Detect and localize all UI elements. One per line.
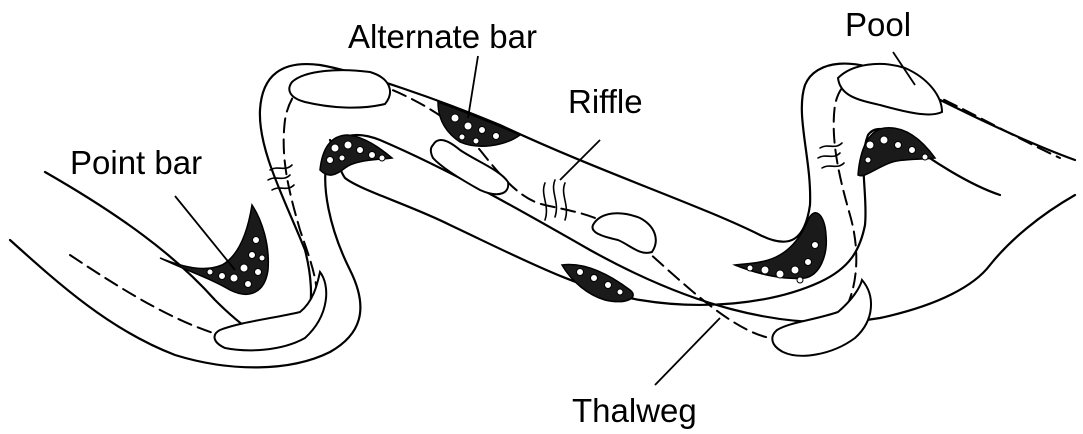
point-bar-right-upper	[858, 128, 935, 176]
pool-riffle	[592, 213, 655, 253]
labels: Alternate bar Pool Riffle Point bar Thal…	[70, 6, 911, 429]
thalweg-label: Thalweg	[572, 392, 697, 429]
pool-mid	[431, 140, 508, 194]
riffle-leader	[560, 140, 600, 180]
point-bar-label: Point bar	[70, 144, 202, 181]
alternate-bar-deposit	[438, 102, 520, 146]
pool-lower-right	[772, 280, 871, 356]
thalweg-leader	[655, 318, 720, 385]
pool-upper-left	[289, 70, 390, 107]
point-bar-left	[160, 205, 268, 294]
thalweg-line	[70, 74, 1060, 341]
point-bar-leader	[175, 196, 235, 270]
riffle-label: Riffle	[568, 83, 643, 120]
mid-bar-deposit	[562, 265, 633, 302]
pool-label: Pool	[845, 6, 911, 43]
alternate-bar-leader	[468, 56, 478, 118]
point-bar-right-lower	[735, 213, 826, 283]
alternate-bar-label: Alternate bar	[348, 18, 537, 55]
pool-upper-right	[838, 64, 942, 115]
